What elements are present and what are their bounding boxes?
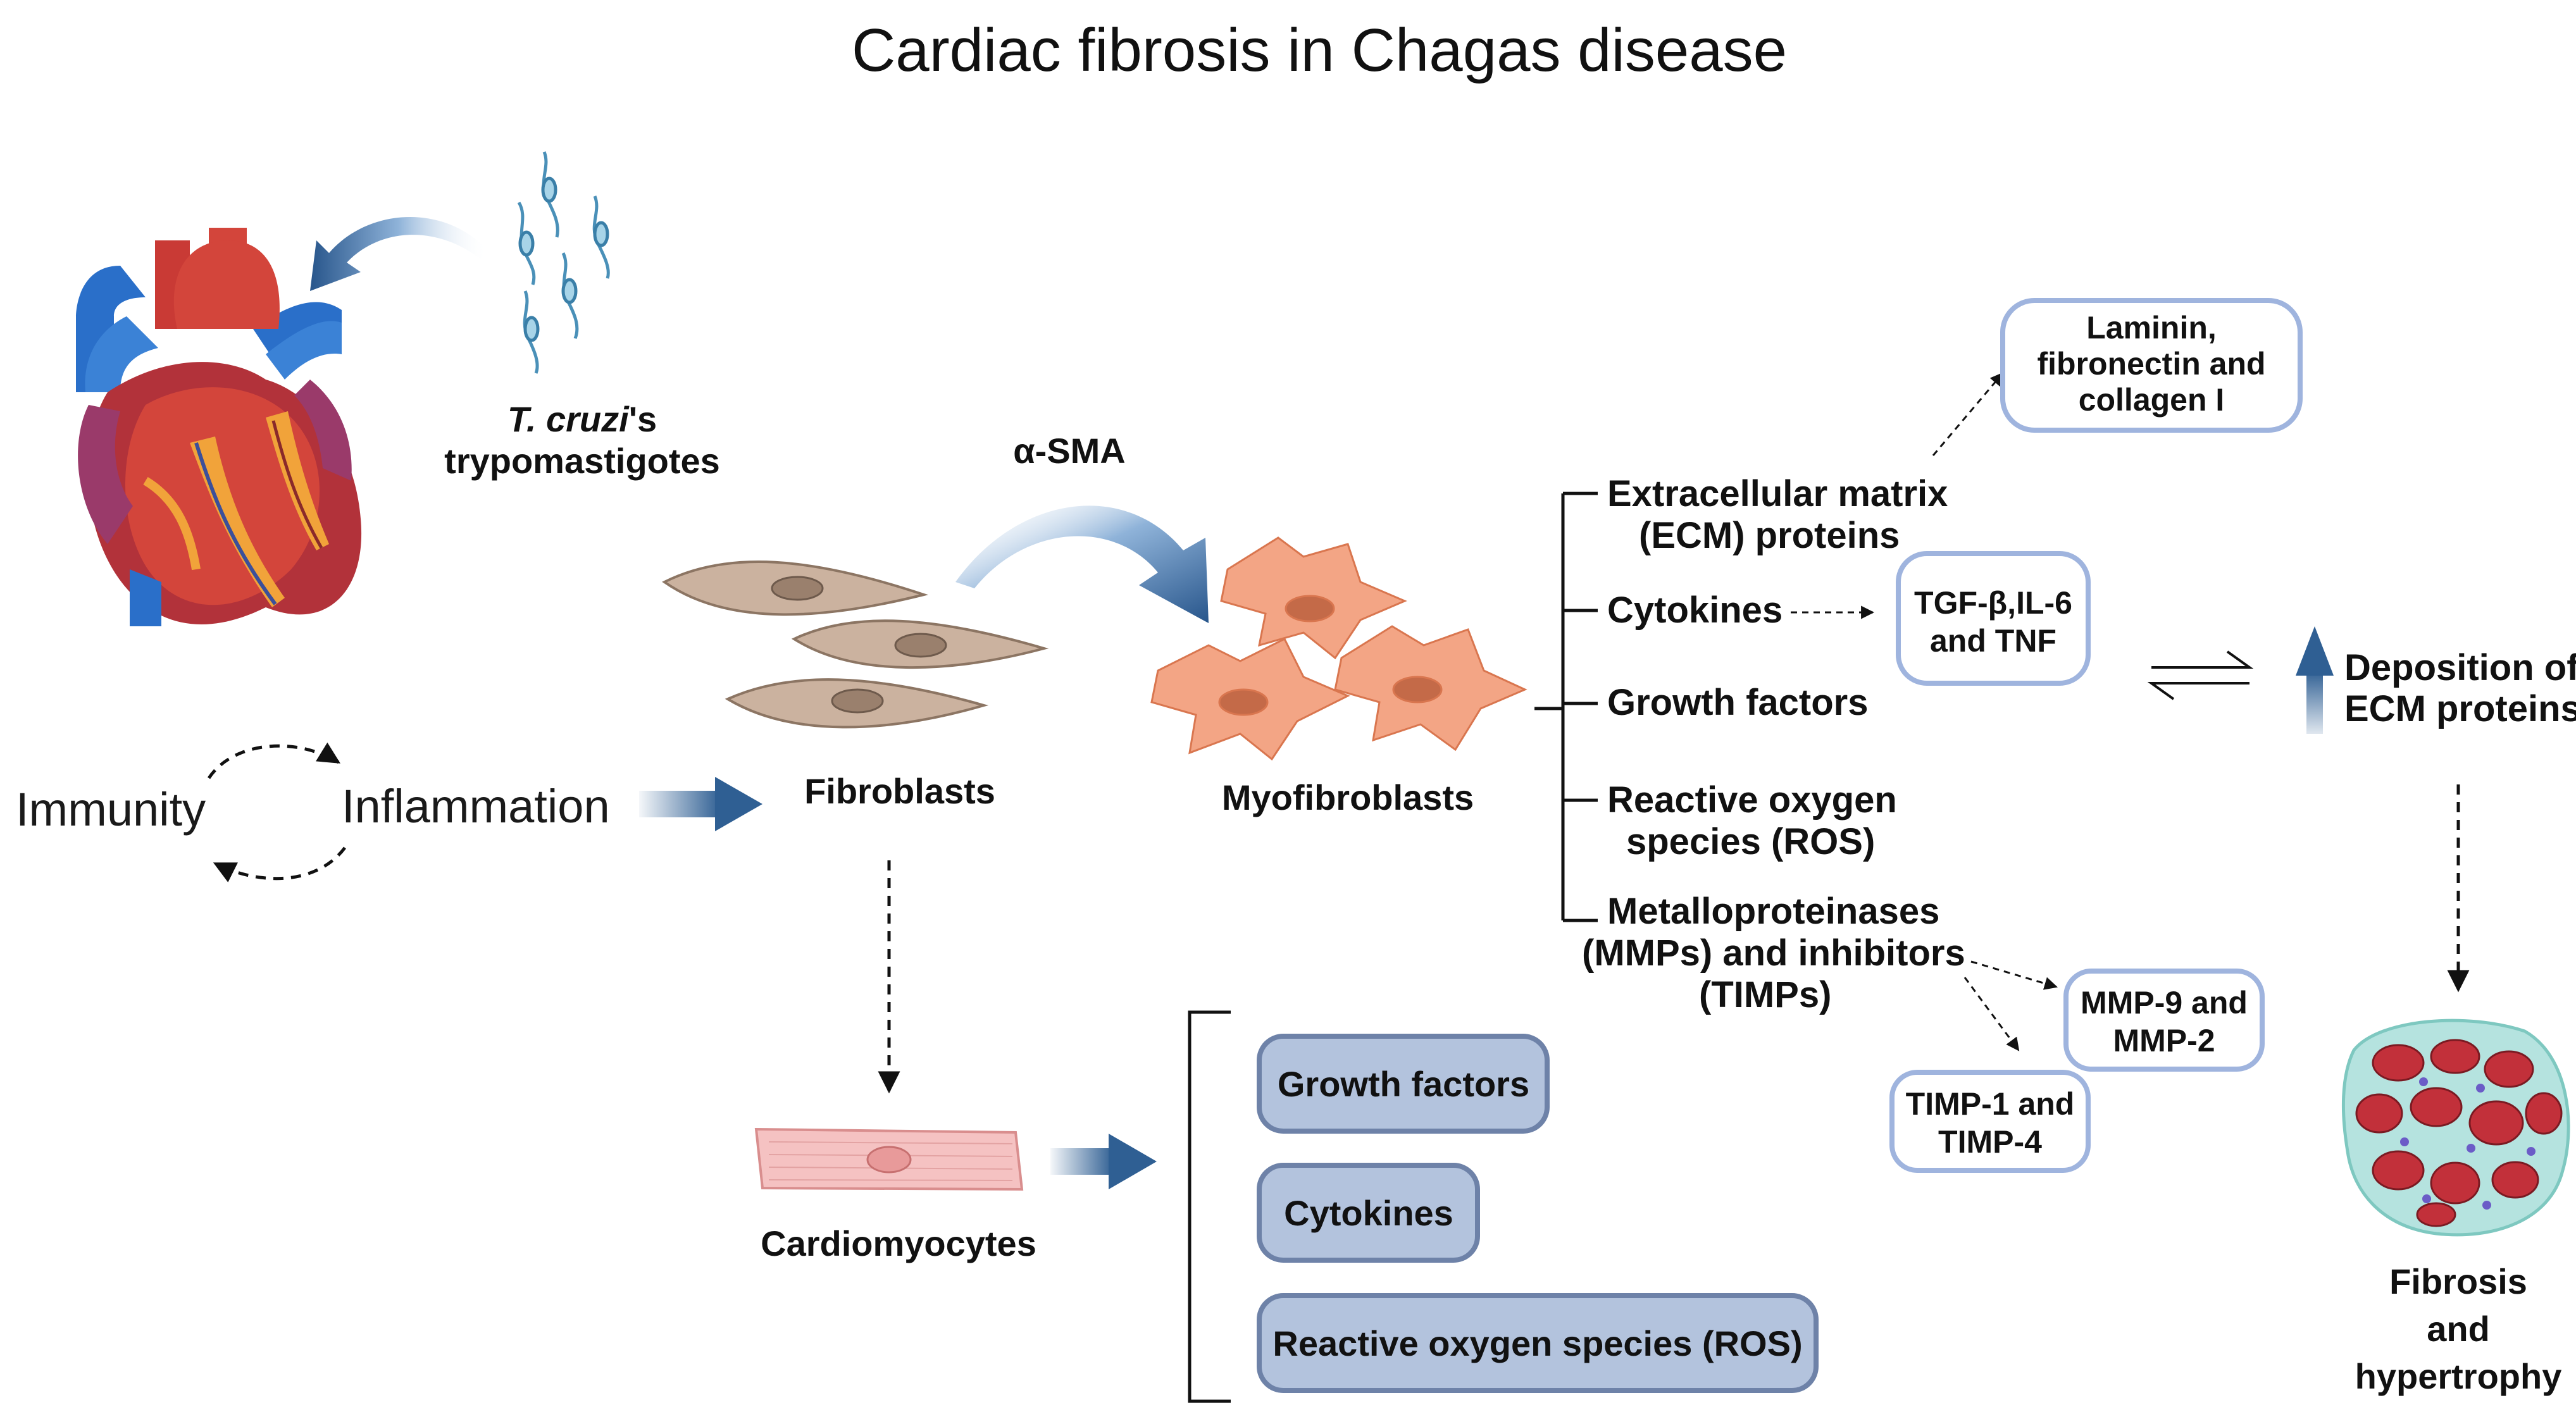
ecm-components-box [2000,298,2303,433]
equilibrium-arrows [2147,650,2254,700]
output-ros-label: Reactive oxygen species (ROS) [1272,1323,1802,1363]
timp-box-line-1: TIMP-1 and [1906,1086,2075,1122]
fibrotic-tissue-illustration [2341,1019,2570,1237]
outcome-label-3: hypertrophy [2355,1356,2562,1396]
output-ros-box [1257,1293,1819,1393]
fibroblasts-label: Fibroblasts [804,771,995,811]
cycle-arrow-top [207,742,340,779]
deposition-label-1: Deposition of [2344,647,2576,688]
up-arrow-icon [2296,626,2334,734]
output-growth-factors-label: Growth factors [1278,1064,1529,1104]
growth-factors-label: Growth factors [1607,682,1869,723]
ecm-box-line-2: fibronectin and [2037,346,2265,381]
ecm-proteins-label-2: (ECM) proteins [1639,515,1900,556]
diagram-title: Cardiac fibrosis in Chagas disease [852,16,1787,84]
cycle-arrow-bottom [213,846,346,882]
cytokine-box [1896,551,2091,686]
ecm-proteins-label: Extracellular matrix [1607,473,1948,514]
alpha-sma-label: α-SMA [1013,431,1126,471]
cardiomyocyte-cell [754,1127,1024,1191]
cytokine-box-line-1: TGF-β,IL-6 [1914,585,2072,621]
trypomastigotes-illustration [517,151,610,374]
ros-label-1: Reactive oxygen [1607,779,1897,821]
differentiation-curved-arrow [955,505,1209,623]
output-cytokines-label: Cytokines [1284,1193,1453,1233]
deposition-label-2: ECM proteins [2344,688,2576,729]
mmp-box-line-2: MMP-2 [2113,1023,2215,1058]
cardiomyocyte-output-arrow [1050,1134,1157,1189]
timp-to-box-arrow [1963,977,2020,1051]
myofibroblast-cells [1150,536,1528,761]
outputs-bracket [1188,1010,1231,1403]
mmp-label-3: (TIMPs) [1699,974,1831,1015]
cytokines-label: Cytokines [1607,590,1783,631]
immunity-label: Immunity [16,783,206,836]
secretion-bracket [1534,492,1598,922]
heart-illustration [76,228,362,626]
ecm-box-line-1: Laminin, [2086,310,2217,345]
fibroblast-cells [662,560,1049,729]
mmp-box [2063,969,2265,1072]
mmp-to-box-arrow [1970,960,2058,990]
myofibroblasts-label: Myofibroblasts [1222,777,1474,817]
outcome-label-1: Fibrosis [2389,1261,2527,1301]
timp-box-line-2: TIMP-4 [1938,1124,2042,1160]
ros-label-2: species (ROS) [1626,821,1875,862]
parasite-label: T. cruzi's [507,399,657,439]
cardiomyocytes-label: Cardiomyocytes [761,1223,1036,1263]
outcome-label-2: and [2427,1309,2490,1349]
infection-curved-arrow [310,216,487,291]
output-growth-factors-box [1257,1034,1550,1134]
parasite-stage-label: trypomastigotes [444,441,720,481]
mmp-label-2: (MMPs) and inhibitors [1582,932,1965,974]
mmp-box-line-1: MMP-9 and [2081,985,2248,1020]
inflammation-to-fibroblast-arrow [639,777,762,831]
inflammation-label: Inflammation [342,780,610,833]
output-cytokines-box [1257,1163,1480,1263]
ecm-box-line-3: collagen I [2079,382,2225,418]
cytokine-box-line-2: and TNF [1930,623,2056,659]
timp-box [1889,1070,2091,1173]
ecm-to-box-arrow [1932,372,2004,456]
mmp-label-1: Metalloproteinases [1607,891,1939,932]
